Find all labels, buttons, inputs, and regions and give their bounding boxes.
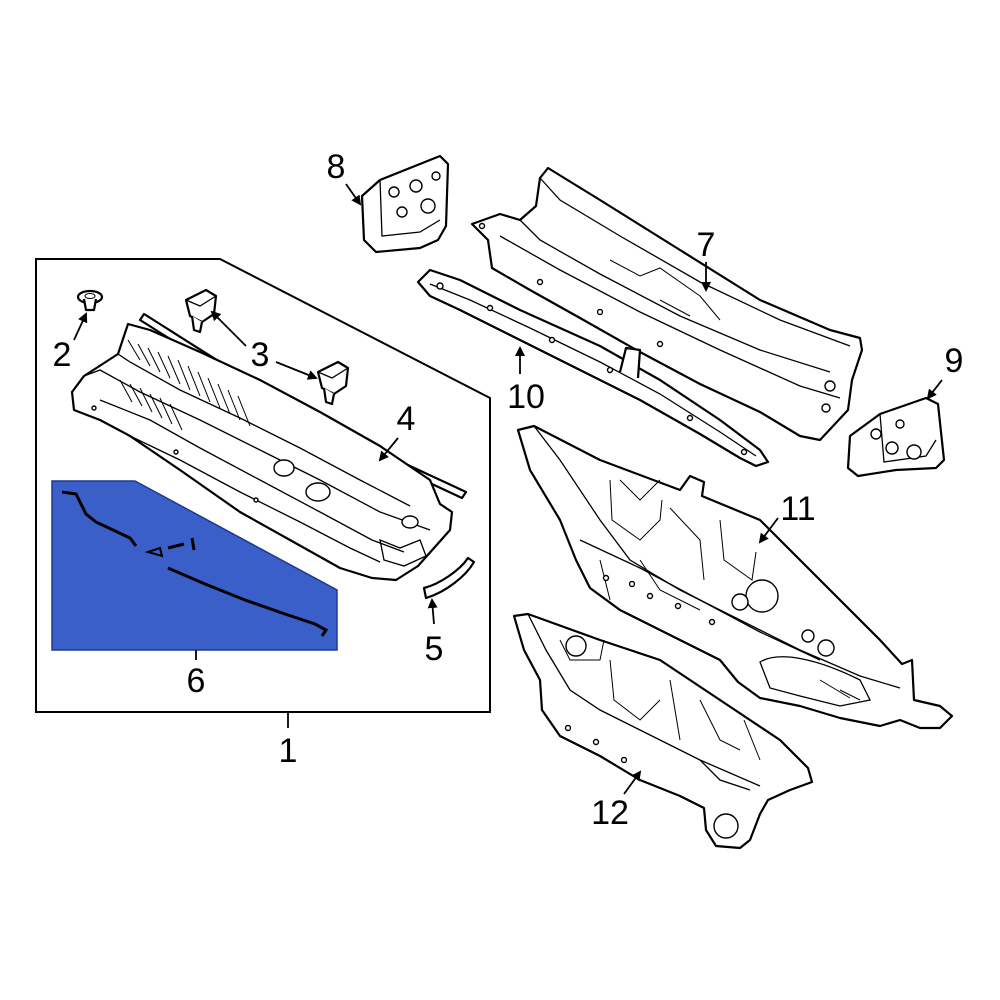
part-5-seal-strip[interactable]	[422, 556, 476, 600]
callout-4: 4	[397, 400, 416, 438]
part-10-cross-member[interactable]	[416, 268, 770, 468]
part-6-seal-clip-a	[144, 546, 164, 558]
callout-6: 6	[187, 662, 206, 700]
part-8-bracket[interactable]	[360, 154, 450, 254]
leader-9	[926, 379, 943, 400]
part-7-upper-dash-panel[interactable]	[470, 166, 864, 442]
assembly-1-frame	[35, 258, 491, 713]
part-11-dash-panel[interactable]	[516, 424, 954, 730]
part-6-seal-clip-b	[167, 542, 185, 550]
leader-2	[73, 312, 88, 341]
callout-8: 8	[327, 148, 346, 186]
part-12-insulator[interactable]	[512, 612, 814, 850]
leader-5	[427, 598, 438, 625]
callout-11: 11	[780, 490, 815, 528]
callout-10: 10	[507, 378, 545, 416]
callout-9: 9	[945, 342, 964, 380]
leader-4	[378, 437, 399, 462]
leader-3-upper	[210, 310, 247, 347]
part-6-seal-panel[interactable]	[51, 480, 338, 651]
leader-8	[345, 183, 362, 206]
part-3-bumper-upper[interactable]	[184, 288, 218, 334]
part-6-seal-line-lower	[167, 566, 329, 637]
callout-7: 7	[697, 226, 716, 264]
part-6-seal-line-upper	[61, 490, 138, 547]
leader-12	[623, 770, 642, 795]
cowl-top-panel[interactable]	[70, 322, 454, 582]
part-2-clip[interactable]	[76, 289, 104, 312]
callout-2: 2	[53, 336, 72, 374]
callout-1: 1	[279, 732, 298, 770]
callout-12: 12	[591, 794, 629, 832]
leader-3-lower	[275, 361, 318, 380]
part-9-bracket[interactable]	[846, 396, 946, 478]
part-6-seal-clip-c	[190, 537, 196, 551]
callout-5: 5	[425, 630, 444, 668]
part-3-bumper-lower[interactable]	[316, 360, 350, 406]
leader-11	[758, 517, 779, 544]
callout-3: 3	[251, 336, 270, 374]
